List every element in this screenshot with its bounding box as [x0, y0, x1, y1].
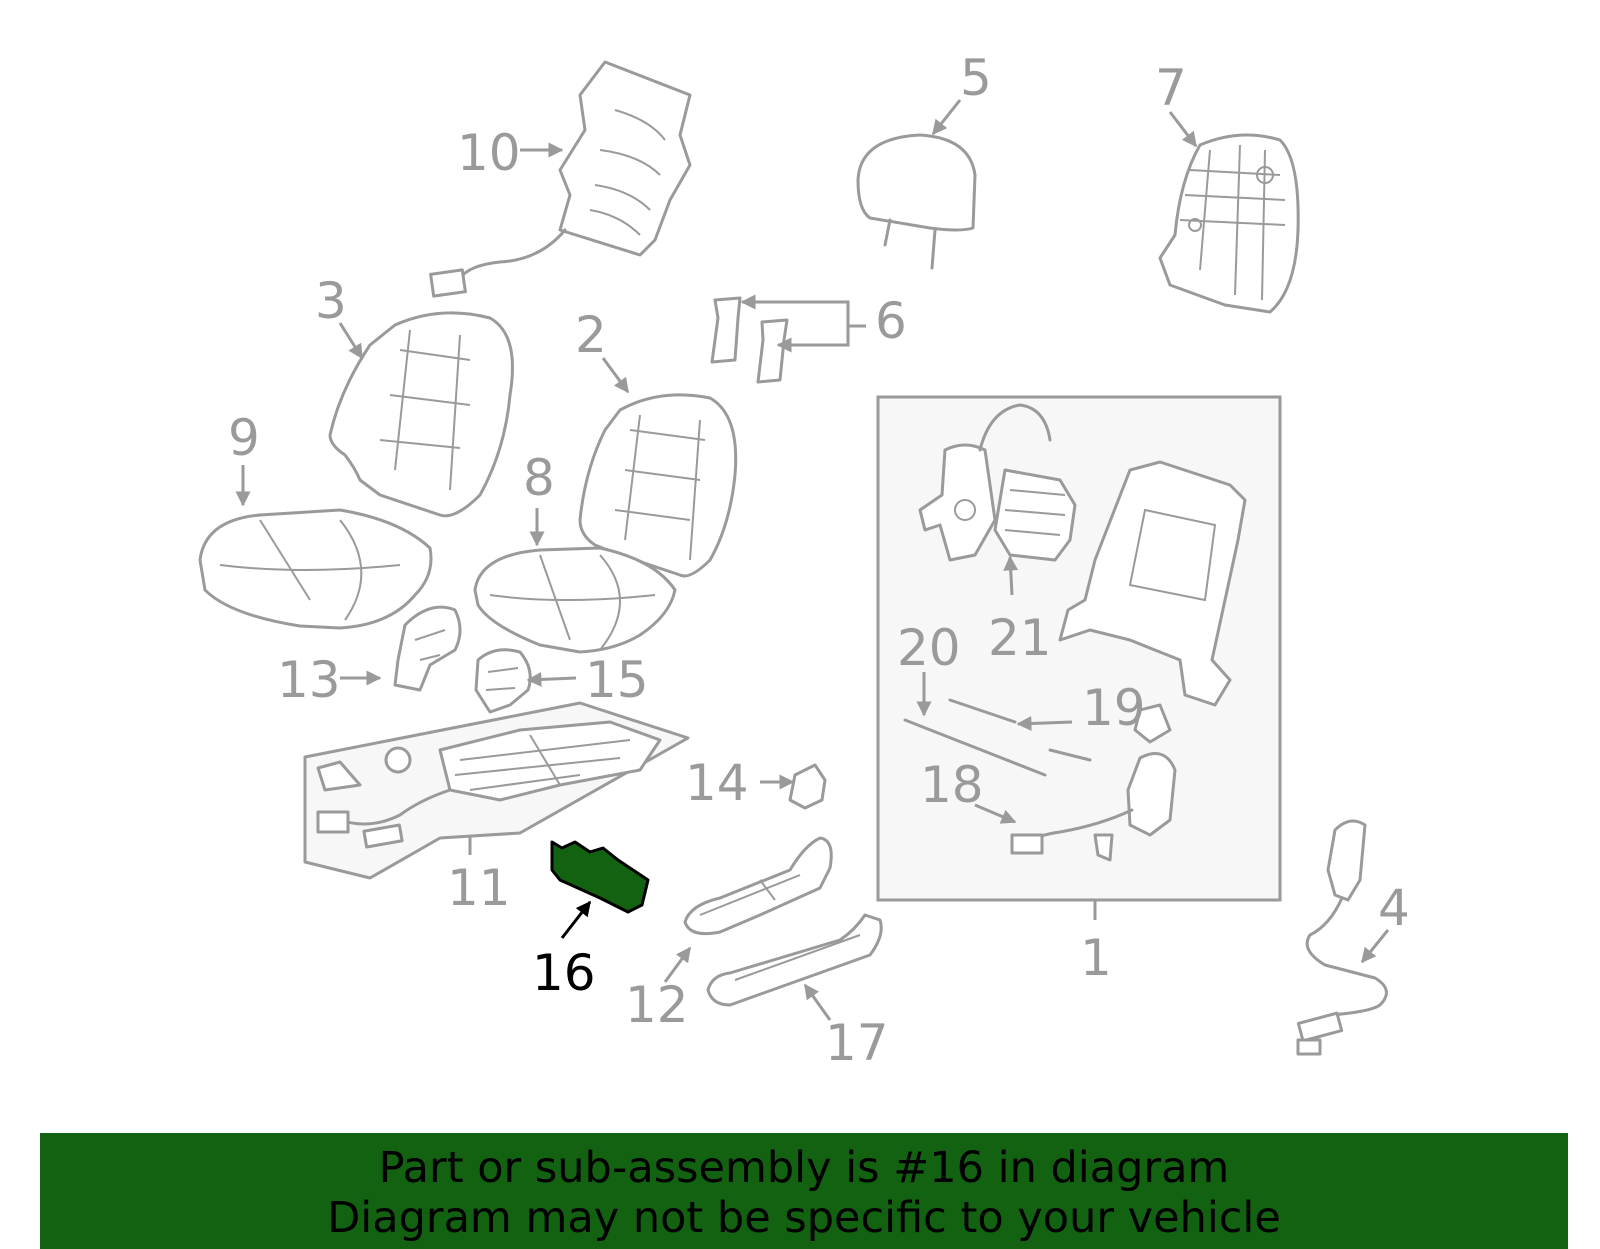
- part-4-switch-harness: [1296, 819, 1388, 1056]
- callout-20: 20: [897, 619, 961, 677]
- part-17-track-cover: [706, 913, 883, 1007]
- callout-21: 21: [988, 609, 1052, 667]
- info-banner: Part or sub-assembly is #16 in diagram D…: [40, 1133, 1568, 1249]
- part-6-headrest-guides: [710, 296, 789, 384]
- part-11-cushion-frame-inset: [303, 701, 690, 880]
- callout-10: 10: [457, 124, 521, 182]
- part-7-seatback-panel: [1158, 133, 1300, 314]
- part-3-seatback-cover: [328, 311, 514, 518]
- part-16-highlighted-cover: [550, 840, 650, 914]
- callout-5: 5: [960, 49, 992, 107]
- callout-4: 4: [1378, 879, 1410, 937]
- callout-11: 11: [447, 859, 511, 917]
- part-15-bracket: [474, 648, 532, 714]
- banner-line-1: Part or sub-assembly is #16 in diagram: [378, 1143, 1230, 1193]
- part-2-seatback-cover: [578, 393, 738, 578]
- part-8-cushion-cover: [473, 546, 677, 654]
- callout-8: 8: [523, 449, 555, 507]
- leader-lines: [235, 99, 1390, 1021]
- callout-6: 6: [875, 292, 907, 350]
- callout-16: 16: [532, 944, 596, 1002]
- callout-3: 3: [315, 272, 347, 330]
- part-5-headrest: [856, 133, 977, 270]
- part-12-track-cover: [683, 836, 833, 936]
- callout-labels: 1 2 3 4 5 6 7 8 9 10 11 12 13 14 15 16 1…: [228, 49, 1410, 1072]
- part-9-cushion-cover: [198, 508, 433, 630]
- callout-18: 18: [920, 756, 984, 814]
- callout-13: 13: [277, 651, 341, 709]
- callout-19: 19: [1082, 679, 1146, 737]
- leader-16: [560, 900, 592, 939]
- callout-17: 17: [825, 1014, 889, 1072]
- callout-12: 12: [625, 976, 689, 1034]
- part-10-lumbar-pad: [429, 60, 692, 298]
- callout-9: 9: [228, 409, 260, 467]
- part-13-bracket: [393, 605, 462, 692]
- callout-1: 1: [1080, 929, 1112, 987]
- callout-15: 15: [585, 651, 649, 709]
- callout-2: 2: [575, 306, 607, 364]
- callout-14: 14: [685, 754, 749, 812]
- part-1-seatback-frame-inset: [876, 395, 1282, 902]
- part-14-bracket: [788, 763, 827, 810]
- callout-7: 7: [1155, 59, 1187, 117]
- banner-line-2: Diagram may not be specific to your vehi…: [327, 1193, 1281, 1243]
